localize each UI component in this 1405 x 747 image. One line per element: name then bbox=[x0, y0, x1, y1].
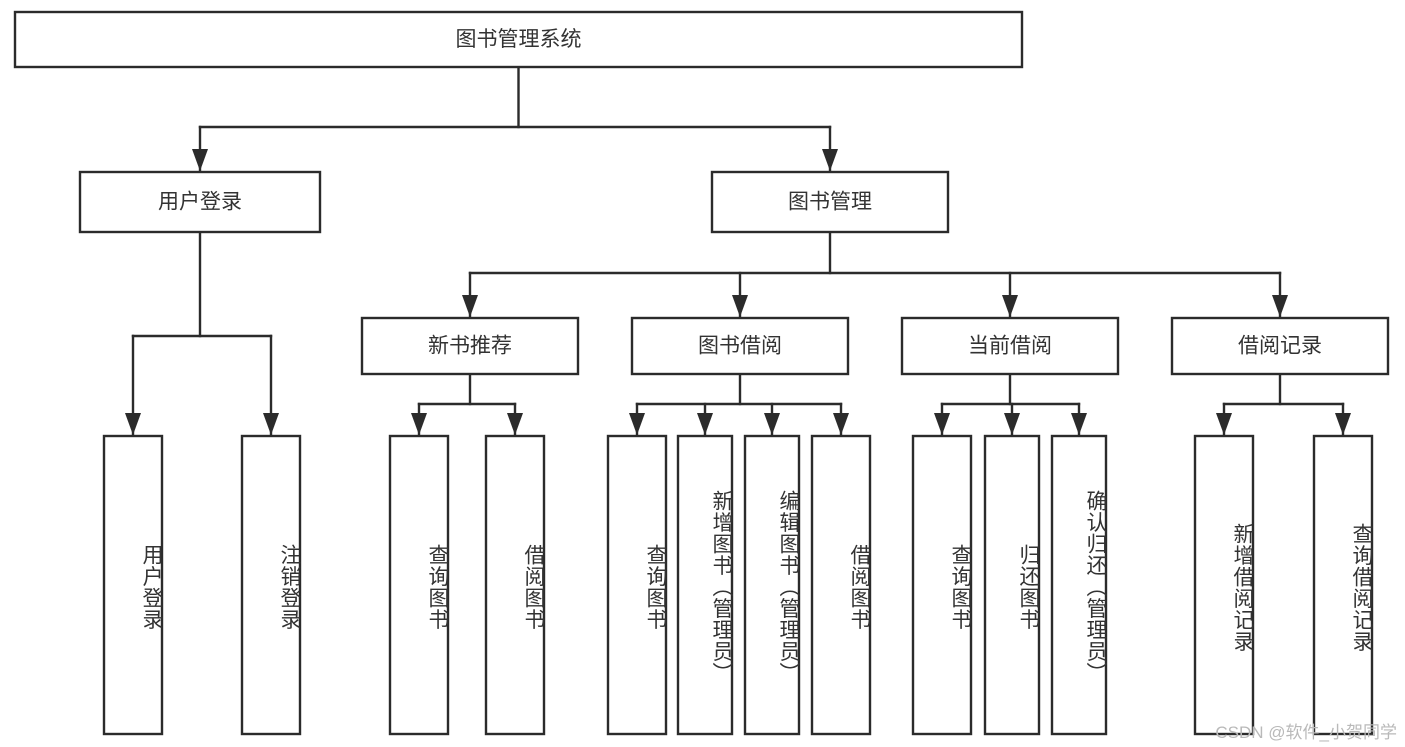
level1-box-book-manage[interactable] bbox=[710, 170, 950, 234]
node-label-root: 图书管理系统 bbox=[456, 28, 582, 51]
leaf-box-leaf-add-borrow-record[interactable] bbox=[1193, 434, 1255, 736]
level2-box-book-borrow[interactable] bbox=[630, 316, 850, 376]
node-label-new-book-rec: 新书推荐 bbox=[428, 335, 512, 358]
arrow-book-borrow-0 bbox=[629, 413, 645, 435]
node-label-book-manage: 图书管理 bbox=[788, 191, 872, 214]
level2-box-new-book-rec[interactable] bbox=[360, 316, 580, 376]
boxes-layer bbox=[13, 10, 1390, 736]
level1-box-user-login[interactable] bbox=[78, 170, 322, 234]
arrow-book-borrow-2 bbox=[764, 413, 780, 435]
level2-box-borrow-record[interactable] bbox=[1170, 316, 1390, 376]
arrow-current-borrow-1 bbox=[1004, 413, 1020, 435]
arrow-root-0 bbox=[192, 149, 208, 171]
root-box-root[interactable] bbox=[13, 10, 1024, 69]
watermark-text: CSDN @软件_小贺同学 bbox=[1215, 723, 1397, 742]
arrow-book-borrow-1 bbox=[697, 413, 713, 435]
arrow-book-manage-0 bbox=[462, 295, 478, 317]
connectors-layer bbox=[125, 65, 1351, 436]
leaf-box-leaf-query-book-cur[interactable] bbox=[911, 434, 973, 736]
level2-box-current-borrow[interactable] bbox=[900, 316, 1120, 376]
arrow-current-borrow-2 bbox=[1071, 413, 1087, 435]
arrow-new-book-rec-0 bbox=[411, 413, 427, 435]
arrow-book-manage-1 bbox=[732, 295, 748, 317]
leaf-box-leaf-logout[interactable] bbox=[240, 434, 302, 736]
node-label-current-borrow: 当前借阅 bbox=[968, 335, 1052, 358]
leaf-box-leaf-query-book-rec[interactable] bbox=[388, 434, 450, 736]
arrow-user-login-1 bbox=[263, 413, 279, 435]
leaf-box-leaf-edit-book[interactable] bbox=[743, 434, 801, 736]
leaf-box-leaf-confirm-return[interactable] bbox=[1050, 434, 1108, 736]
leaf-box-leaf-user-login[interactable] bbox=[102, 434, 164, 736]
arrow-current-borrow-0 bbox=[934, 413, 950, 435]
arrow-book-manage-2 bbox=[1002, 295, 1018, 317]
node-label-borrow-record: 借阅记录 bbox=[1238, 335, 1322, 358]
leaf-box-leaf-add-book[interactable] bbox=[676, 434, 734, 736]
arrow-root-1 bbox=[822, 149, 838, 171]
leaf-box-leaf-borrow-book[interactable] bbox=[810, 434, 872, 736]
arrow-book-borrow-3 bbox=[833, 413, 849, 435]
node-label-user-login: 用户登录 bbox=[158, 191, 242, 214]
arrow-book-manage-3 bbox=[1272, 295, 1288, 317]
leaf-box-leaf-query-borrow-record[interactable] bbox=[1312, 434, 1374, 736]
arrow-user-login-0 bbox=[125, 413, 141, 435]
arrow-borrow-record-0 bbox=[1216, 413, 1232, 435]
arrow-new-book-rec-1 bbox=[507, 413, 523, 435]
leaf-box-leaf-query-book-borrow[interactable] bbox=[606, 434, 668, 736]
leaf-box-leaf-return-book[interactable] bbox=[983, 434, 1041, 736]
node-label-book-borrow: 图书借阅 bbox=[698, 335, 782, 358]
arrow-borrow-record-1 bbox=[1335, 413, 1351, 435]
leaf-box-leaf-borrow-book-rec[interactable] bbox=[484, 434, 546, 736]
